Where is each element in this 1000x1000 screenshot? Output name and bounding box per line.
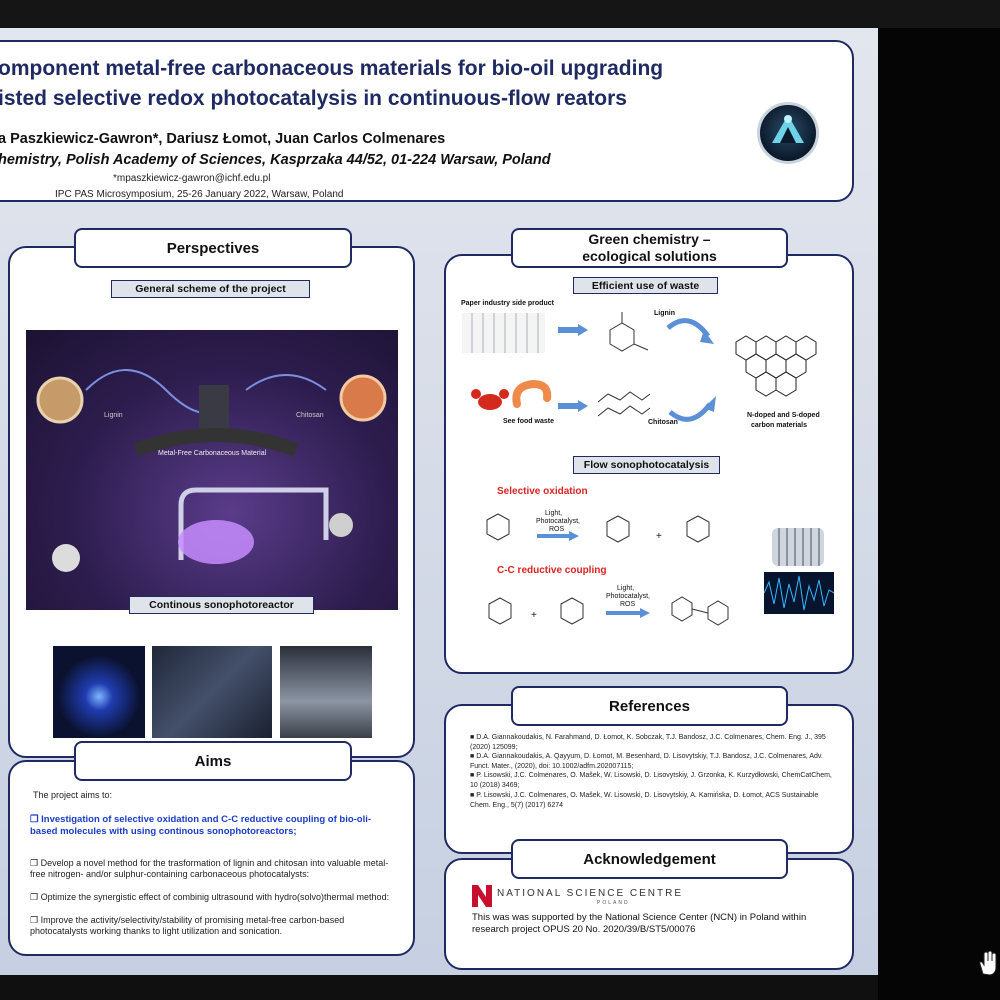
hand-cursor-icon (979, 950, 997, 976)
aims-title: Aims (74, 741, 352, 781)
scheme-graphic (36, 369, 387, 572)
acknowledgement-text: This was was supported by the National S… (472, 912, 807, 935)
aims-highlight: ❐ Investigation of selective oxidation a… (30, 814, 372, 837)
selective-oxidation-label: Selective oxidation (497, 486, 588, 497)
bullet-icon: ■ (470, 772, 477, 779)
chitosan-label: Chitosan (648, 419, 678, 426)
curved-arrow-icon (668, 396, 716, 422)
scheme-lignin-label: Lignin (104, 412, 123, 419)
ncn-sub: POLAND (597, 900, 630, 906)
references-title: References (511, 686, 788, 726)
aims-item-1: ❐ Develop a novel method for the trasfor… (30, 858, 389, 879)
poster-event: IPC PAS Microsymposium, 25-26 January 20… (55, 189, 344, 200)
poster-title-line2: isted selective redox photocatalysis in … (0, 87, 627, 110)
plus-sign: + (656, 531, 662, 542)
checkbox-icon: ❐ (30, 814, 42, 825)
poster-slide: omponent metal-free carbonaceous materia… (0, 28, 878, 975)
ncn-name: NATIONAL SCIENCE CENTRE (497, 888, 684, 899)
reactor-label: Continous sonophotoreactor (129, 596, 314, 614)
scheme-chitosan-label: Chitosan (296, 412, 324, 419)
checkbox-icon: ❐ (30, 915, 41, 925)
lignin-label: Lignin (654, 310, 675, 317)
reference-item: ■ D.A. Giannakoudakis, A. Qayyum, D. Łom… (470, 753, 823, 770)
acetovanillone-molecule-2 (560, 597, 584, 625)
institute-logo (757, 102, 819, 164)
quinone-molecule (606, 515, 630, 543)
carbon-label-2: carbon materials (751, 422, 808, 429)
window-right-margin (878, 28, 1000, 1000)
acetovanillone-molecule-1 (488, 597, 512, 625)
project-scheme-image: Lignin Chitosan Metal-Free Carbonaceous … (26, 330, 398, 610)
acknowledgement-title: Acknowledgement (511, 839, 788, 879)
coupling-product-molecule (671, 596, 729, 626)
arrow-text-1b: Photocatalyst, (536, 518, 580, 525)
aims-item-3: ❐ Improve the activity/selectivity/stabi… (30, 915, 345, 936)
header-panel (0, 40, 854, 202)
curved-arrow-icon (666, 318, 714, 344)
reactor-photo-1 (53, 646, 145, 738)
arrow-text-2c: ROS (620, 601, 636, 608)
aims-item-2: ❐ Optimize the synergistic effect of com… (30, 892, 390, 902)
green-chemistry-title: Green chemistry – ecological solutions (511, 228, 788, 268)
sound-wave-image (764, 572, 834, 614)
reference-item: ■ P. Lisowski, J.C. Colmenares, O. Mašek… (470, 772, 832, 789)
reactor-photo-3 (280, 646, 372, 738)
poster-title-line1: omponent metal-free carbonaceous materia… (0, 57, 664, 80)
perspectives-title: Perspectives (74, 228, 352, 268)
aims-intro: The project aims to: (33, 790, 113, 800)
bullet-icon: ■ (470, 753, 477, 760)
paper-label: Paper industry side product (461, 300, 554, 307)
arrow-right-icon (537, 531, 579, 541)
paper-rolls-photo (462, 313, 545, 353)
lignin-structure (609, 312, 649, 352)
window-top-bar (0, 0, 1000, 28)
arrow-text-2a: Light, (617, 585, 635, 592)
seafood-label: See food waste (503, 418, 554, 425)
arrow-text-2b: Photocatalyst, (606, 593, 650, 600)
bullet-icon: ■ (470, 734, 477, 741)
ultrasound-coil-photo (772, 528, 824, 566)
reactor-photo-2 (152, 646, 272, 738)
arrow-text-1a: Light, (545, 510, 563, 517)
window-bottom-bar (0, 975, 878, 1000)
poster-authors: a Paszkiewicz-Gawron*, Dariusz Łomot, Ju… (0, 131, 446, 147)
phenol-molecule (486, 513, 510, 541)
chitosan-structure (597, 391, 651, 417)
arrow-right-icon (606, 608, 650, 618)
scheme-material-label: Metal-Free Carbonaceous Material (158, 450, 267, 457)
logo-triangle-icon (772, 115, 804, 143)
reference-item: ■ D.A. Giannakoudakis, N. Farahmand, D. … (470, 734, 826, 751)
plus-sign-2: + (531, 610, 537, 621)
arrow-text-1c: ROS (549, 526, 565, 533)
flow-label: Flow sonophotocatalysis (573, 456, 720, 474)
carbon-material-structure (735, 335, 817, 397)
arrow-right-icon (558, 400, 588, 412)
poster-email: *mpaszkiewicz-gawron@ichf.edu.pl (113, 173, 271, 184)
product-molecule (686, 515, 710, 543)
waste-label: Efficient use of waste (573, 277, 718, 294)
checkbox-icon: ❐ (30, 892, 41, 902)
checkbox-icon: ❐ (30, 858, 41, 868)
bullet-icon: ■ (470, 792, 477, 799)
cc-coupling-label: C-C reductive coupling (497, 565, 607, 576)
scheme-label: General scheme of the project (111, 280, 310, 298)
ncn-logo-icon (472, 885, 492, 907)
reference-item: ■ P. Lisowski, J.C. Colmenares, O. Mašek… (470, 792, 819, 809)
shrimp-icon (512, 380, 552, 408)
crab-icon (471, 389, 509, 410)
poster-affiliation: hemistry, Polish Academy of Sciences, Ka… (0, 152, 551, 168)
carbon-label-1: N-doped and S-doped (747, 412, 820, 419)
arrow-right-icon (558, 324, 588, 336)
